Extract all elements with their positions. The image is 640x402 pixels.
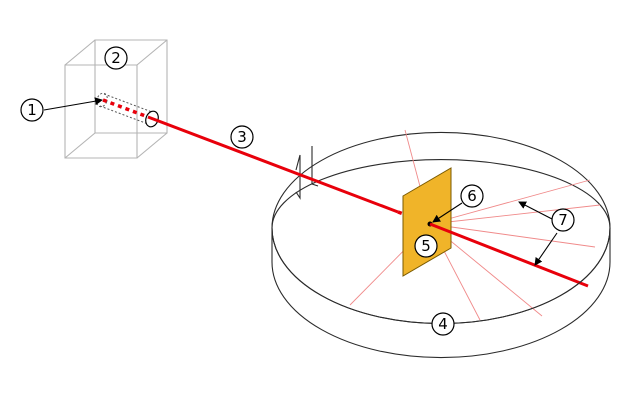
- svg-text:4: 4: [438, 315, 448, 333]
- arrow-scattered-1: [518, 201, 553, 220]
- arrow-scattered-2: [534, 232, 558, 266]
- svg-text:2: 2: [111, 49, 121, 67]
- arrow-source: [43, 97, 103, 111]
- beam-transmitted: [429, 222, 589, 288]
- scatter-ray: [429, 179, 591, 225]
- callout-arrows: [43, 97, 558, 266]
- enclosure-front: [64, 64, 138, 159]
- beam-main: [147, 115, 399, 214]
- enclosure-edges: [64, 39, 168, 159]
- scatter-ray: [429, 223, 596, 248]
- svg-text:7: 7: [558, 211, 568, 229]
- callout-scattered: 7: [551, 208, 575, 232]
- screen-bottom-rim: [271, 261, 611, 359]
- callout-source: 1: [20, 98, 44, 122]
- callout-impact: 6: [460, 184, 484, 208]
- callout-screen: 4: [431, 312, 455, 336]
- gold-foil: [402, 167, 452, 277]
- beam-inside-source: [102, 98, 149, 119]
- callout-foil: 5: [414, 234, 438, 258]
- svg-text:6: 6: [467, 187, 477, 205]
- svg-text:3: 3: [237, 128, 247, 146]
- callout-beam: 3: [230, 125, 254, 149]
- svg-text:5: 5: [421, 237, 431, 255]
- scatter-ray: [429, 204, 601, 225]
- screen-entry-slit: [295, 146, 319, 200]
- svg-text:1: 1: [27, 101, 37, 119]
- screen-inner-rim: [271, 159, 611, 229]
- callout-enclosure: 2: [104, 46, 128, 70]
- arrow-impact: [432, 202, 463, 223]
- alpha-beam: [102, 98, 429, 225]
